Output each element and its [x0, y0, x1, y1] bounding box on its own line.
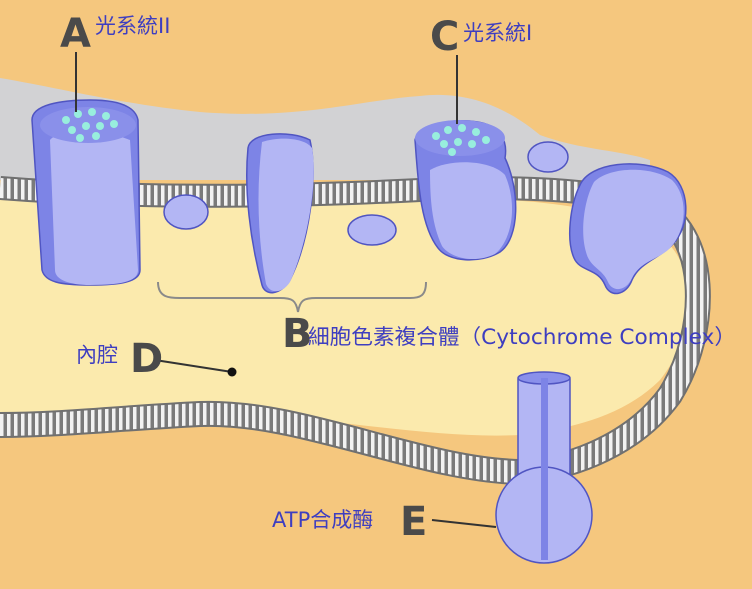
leader-line-d [154, 359, 233, 373]
photosystem-ii [31, 99, 141, 286]
label-text-e: ATP合成酶 [272, 508, 373, 532]
photosystem-i [414, 120, 517, 261]
atp-synthase [495, 371, 593, 564]
reductase-complex [569, 163, 687, 295]
bracket-b [157, 281, 427, 313]
label-letter-c: C [430, 14, 459, 60]
label-letter-d: D [130, 336, 163, 382]
electron-carrier-right [527, 141, 569, 173]
label-text-a: 光系統II [95, 14, 170, 38]
leader-line-e [431, 519, 497, 528]
label-text-b: 細胞色素複合體（Cytochrome Complex） [308, 325, 736, 349]
label-letter-b: B [282, 311, 313, 357]
label-letter-e: E [400, 499, 427, 545]
electron-carrier-middle [347, 214, 397, 246]
label-text-d: 內腔 [76, 343, 118, 367]
label-letter-a: A [60, 11, 91, 57]
lumen-marker-dot [227, 367, 237, 377]
cytochrome-complex [246, 133, 314, 294]
electron-carrier-left [163, 194, 209, 230]
lumen-region [0, 199, 689, 436]
label-text-c: 光系統I [463, 21, 532, 45]
